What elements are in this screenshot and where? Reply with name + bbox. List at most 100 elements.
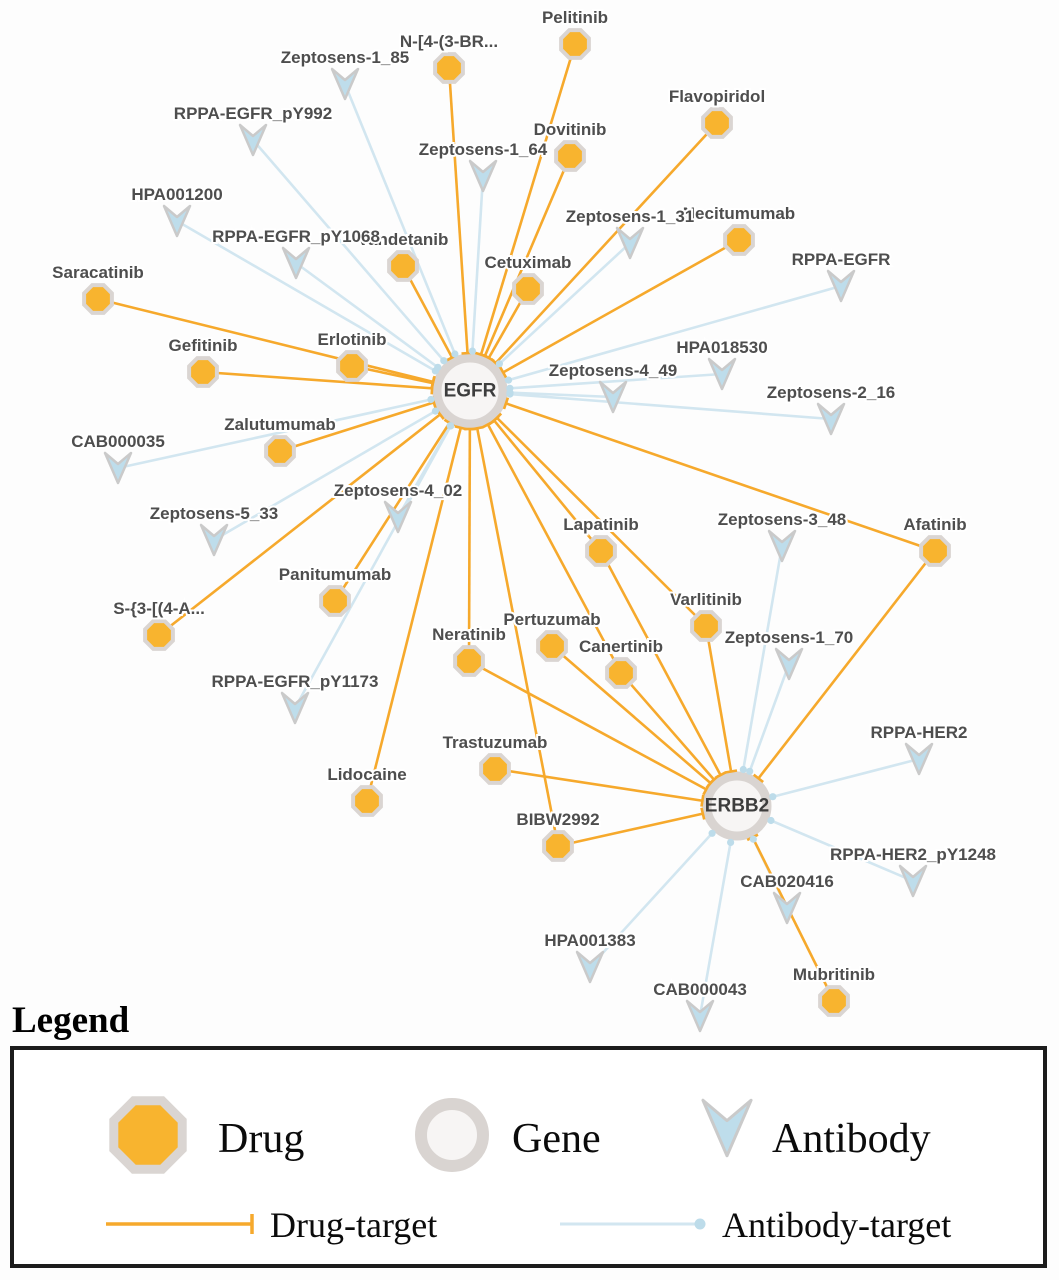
drug-target-edge-cap — [724, 769, 738, 774]
antibody-node[interactable] — [598, 380, 628, 414]
drug-node[interactable] — [264, 435, 296, 467]
drug-target-edge-cap — [491, 412, 503, 424]
drug-target-edge — [735, 550, 937, 807]
drug-target-edge — [158, 389, 471, 637]
drug-node[interactable] — [351, 785, 383, 817]
antibody-chevron-icon — [615, 226, 645, 260]
drug-octagon-icon — [536, 630, 568, 662]
drug-octagon-icon — [187, 356, 219, 388]
drug-label: Trastuzumab — [443, 733, 548, 752]
antibody-node[interactable] — [103, 451, 133, 485]
antibody-label: Zeptosens-1_70 — [725, 628, 854, 647]
antibody-target-edge — [735, 545, 784, 807]
antibody-target-edge-dot — [739, 765, 747, 774]
antibody-target-edge-dot — [434, 363, 442, 371]
antibody-target-edge-dot — [769, 793, 777, 801]
drug-node[interactable] — [585, 535, 617, 567]
antibody-node[interactable] — [199, 523, 229, 557]
drug-octagon-icon — [319, 585, 351, 617]
drug-node[interactable] — [433, 52, 465, 84]
antibody-target-edge — [117, 389, 471, 470]
drug-octagon-icon — [387, 250, 419, 282]
antibody-label: Zeptosens-4_02 — [334, 481, 463, 500]
antibody-node[interactable] — [575, 950, 605, 984]
antibody-label: Zeptosens-1_64 — [419, 140, 548, 159]
gene-node[interactable]: EGFR — [432, 353, 508, 429]
antibody-node[interactable] — [238, 123, 268, 157]
drug-node[interactable] — [143, 619, 175, 651]
antibody-label: Zeptosens-1_31 — [566, 207, 695, 226]
drug-octagon-icon — [605, 657, 637, 689]
antibody-legend-label: Antibody — [772, 1116, 931, 1162]
drug-node[interactable] — [605, 657, 637, 689]
antibody-legend-icon — [701, 1098, 753, 1158]
antibody-chevron-icon — [826, 269, 856, 303]
legend: Legend Drug Gene Antibody Drug-target An… — [10, 1000, 1047, 1268]
antibody-target-edge — [469, 284, 842, 393]
antibody-node[interactable] — [330, 67, 360, 101]
drug-label: Gefitinib — [169, 336, 238, 355]
drug-node[interactable] — [723, 224, 755, 256]
drug-node[interactable] — [536, 630, 568, 662]
drug-octagon-icon — [512, 273, 544, 305]
drug-target-edge — [551, 645, 738, 807]
antibody-label: Zeptosens-3_48 — [718, 510, 847, 529]
drug-label: Flavopiridol — [669, 87, 765, 106]
antibody-node[interactable] — [774, 647, 804, 681]
drug-node[interactable] — [82, 283, 114, 315]
antibody-node[interactable] — [826, 269, 856, 303]
drug-octagon-icon — [818, 985, 850, 1017]
antibody-node[interactable] — [383, 500, 413, 534]
antibody-node[interactable] — [772, 891, 802, 925]
drug-octagon-icon — [433, 52, 465, 84]
antibody-chevron-icon — [816, 402, 846, 436]
antibody-target-edge-dot — [495, 360, 503, 368]
drug-target-edge-cap — [700, 794, 705, 807]
antibody-chevron-icon — [575, 950, 605, 984]
antibody-node[interactable] — [162, 204, 192, 238]
antibody-node[interactable] — [280, 691, 310, 725]
drug-node[interactable] — [453, 645, 485, 677]
antibody-node[interactable] — [898, 864, 928, 898]
drug-node[interactable] — [187, 356, 219, 388]
drug-target-edge-cap — [700, 807, 706, 820]
antibody-target-edge-dot — [468, 347, 476, 355]
drug-node[interactable] — [701, 107, 733, 139]
antibody-node[interactable] — [468, 159, 498, 193]
drug-node[interactable] — [336, 350, 368, 382]
drug-node[interactable] — [559, 28, 591, 60]
drug-node[interactable] — [387, 250, 419, 282]
antibody-label: RPPA-EGFR_pY992 — [174, 104, 332, 123]
antibody-node[interactable] — [904, 742, 934, 776]
antibody-node[interactable] — [615, 226, 645, 260]
drug-octagon-icon — [554, 140, 586, 172]
drug-node[interactable] — [479, 753, 511, 785]
antibody-label: Zeptosens-5_33 — [150, 504, 279, 523]
antibody-chevron-icon — [330, 67, 360, 101]
drug-octagon-icon — [453, 645, 485, 677]
antibody-node[interactable] — [281, 246, 311, 280]
antibody-chevron-icon — [199, 523, 229, 557]
antibody-node[interactable] — [767, 529, 797, 563]
drug-label: Afatinib — [903, 515, 966, 534]
drug-target-edge — [468, 390, 623, 674]
antibody-chevron-icon — [280, 691, 310, 725]
antibody-node[interactable] — [816, 402, 846, 436]
drug-node[interactable] — [512, 273, 544, 305]
antibody-node[interactable] — [685, 999, 715, 1033]
gene-label: ERBB2 — [705, 796, 769, 817]
gene-node[interactable]: ERBB2 — [702, 771, 772, 841]
drug-node[interactable] — [542, 830, 574, 862]
drug-node[interactable] — [554, 140, 586, 172]
drug-node[interactable] — [319, 585, 351, 617]
drug-legend-icon — [109, 1096, 187, 1174]
drug-octagon-icon — [82, 283, 114, 315]
drug-node[interactable] — [690, 610, 722, 642]
drug-node[interactable] — [919, 535, 951, 567]
antibody-node[interactable] — [707, 357, 737, 391]
drug-target-edge-cap — [481, 420, 494, 429]
drug-target-edge — [202, 370, 471, 393]
drug-node[interactable] — [818, 985, 850, 1017]
antibody-label: HPA018530 — [676, 338, 767, 357]
